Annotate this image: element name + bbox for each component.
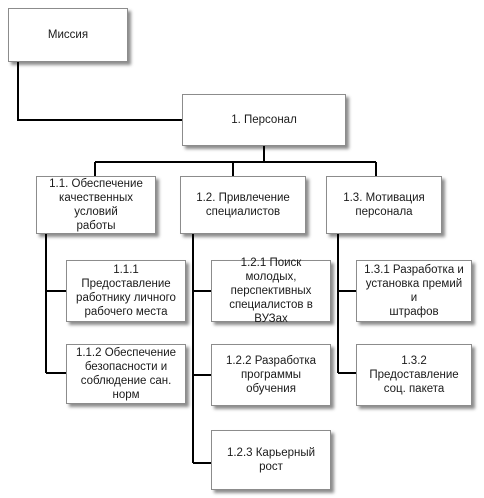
node-personnel: 1. Персонал	[182, 94, 346, 146]
node-1-2-1: 1.2.1 Поиск молодых, перспективных специ…	[211, 257, 331, 325]
node-1-2-1-label: 1.2.1 Поиск молодых, перспективных специ…	[229, 257, 313, 325]
node-1-2-label: 1.2. Привлечение специалистов	[196, 192, 290, 218]
node-1-3: 1.3. Мотивация персонала	[326, 176, 442, 234]
node-mission-label: Миссия	[47, 29, 89, 41]
node-1-2-3-label: 1.2.3 Карьерный рост	[226, 447, 316, 473]
node-1-3-2: 1.3.2 Предоставление соц. пакета	[356, 344, 472, 406]
node-1-3-label: 1.3. Мотивация персонала	[343, 192, 425, 218]
node-personnel-label: 1. Персонал	[231, 114, 297, 126]
connector-mission-personnel	[17, 62, 182, 121]
node-1-2-2: 1.2.2 Разработка программы обучения	[211, 344, 331, 406]
node-1-1: 1.1. Обеспечение качественных условий ра…	[36, 176, 156, 234]
node-1-1-1: 1.1.1 Предоставление работнику личного р…	[66, 260, 186, 322]
node-1-2: 1.2. Привлечение специалистов	[180, 176, 306, 234]
node-1-1-1-label: 1.1.1 Предоставление работнику личного р…	[76, 264, 176, 318]
node-1-1-label: 1.1. Обеспечение качественных условий ра…	[49, 178, 143, 232]
node-1-3-2-label: 1.3.2 Предоставление соц. пакета	[369, 355, 459, 395]
node-mission: Миссия	[8, 8, 128, 62]
node-1-1-2-label: 1.1.2 Обеспечение безопасности и соблюде…	[75, 347, 177, 401]
node-1-1-2: 1.1.2 Обеспечение безопасности и соблюде…	[66, 344, 186, 404]
node-1-2-3: 1.2.3 Карьерный рост	[211, 430, 331, 490]
node-1-3-1: 1.3.1 Разработка и установка премий и шт…	[356, 260, 472, 322]
node-1-2-2-label: 1.2.2 Разработка программы обучения	[225, 355, 317, 395]
node-1-3-1-label: 1.3.1 Разработка и установка премий и шт…	[364, 264, 464, 318]
